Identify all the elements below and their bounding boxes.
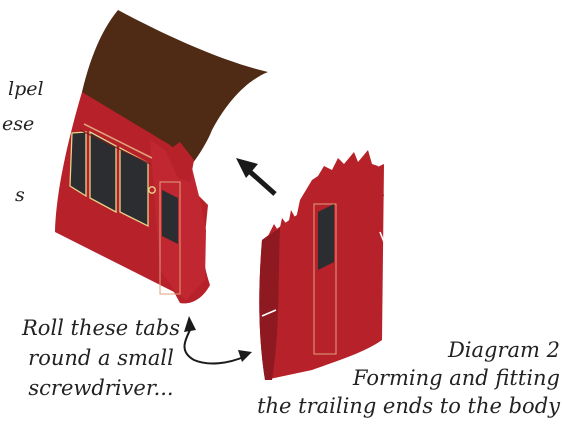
tabs-note: Roll these tabs round a small screwdrive…: [16, 313, 186, 403]
right-main-panel: [259, 164, 384, 380]
right-door-window: [318, 204, 334, 270]
left-roof: [82, 10, 268, 176]
right-shadow-band: [259, 228, 280, 380]
left-window-2: [89, 130, 117, 214]
left-cantrail: [83, 123, 153, 159]
tabs-note-line-2: round a small: [28, 346, 174, 370]
diagram-number: Diagram 2: [447, 338, 560, 362]
left-tab: [166, 142, 194, 182]
right-door: [313, 203, 337, 355]
left-note-fragment-3: s: [15, 184, 25, 206]
diagram-title-line-2: the trailing ends to the body: [257, 394, 560, 418]
tabs-note-line-3: screwdriver...: [28, 376, 174, 400]
right-tab-mark-2: [261, 309, 277, 317]
left-door-lamp: [148, 186, 156, 194]
left-note-fragment-2: ese: [2, 113, 35, 135]
right-tab-mark-1: [379, 231, 385, 243]
left-door-window: [162, 190, 178, 244]
diagram-caption: Diagram 2 Forming and fitting the traili…: [257, 336, 560, 420]
fitting-arrow: [236, 158, 277, 196]
left-note-fragment-1: lpel: [8, 78, 44, 100]
tabs-note-line-1: Roll these tabs: [21, 316, 180, 340]
left-door: [159, 181, 181, 295]
right-end-piece: [259, 150, 385, 380]
left-cantrail-2: [79, 129, 151, 165]
left-window-1: [69, 131, 87, 198]
tabs-pointer-arrow: [183, 316, 252, 365]
diagram-title-line-1: Forming and fitting: [352, 366, 560, 390]
left-body-piece: [55, 10, 268, 304]
